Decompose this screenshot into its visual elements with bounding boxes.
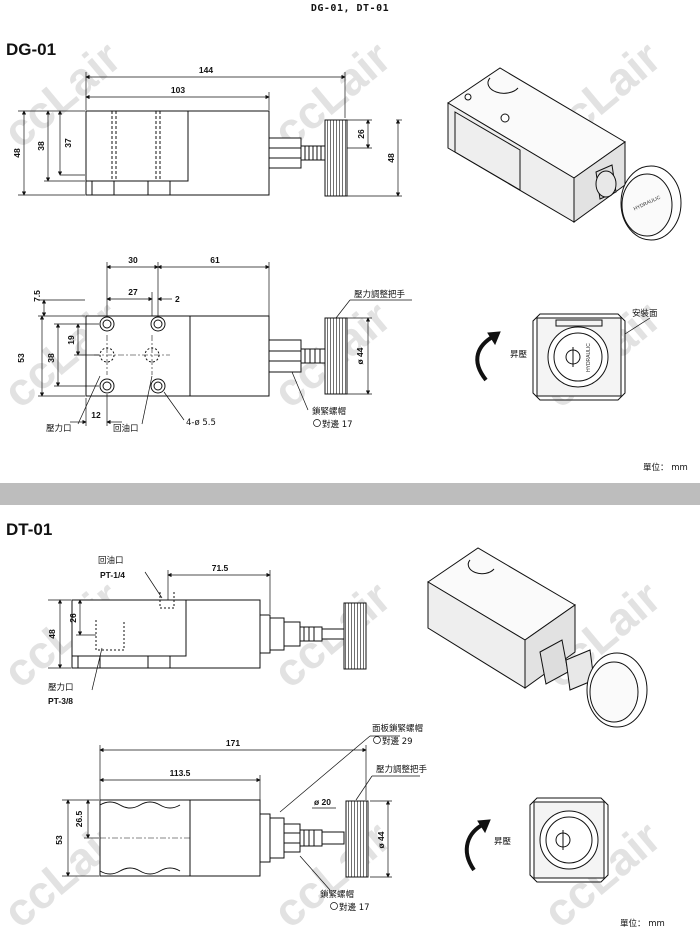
dim-26: 26 xyxy=(356,129,366,139)
dt-side-view xyxy=(71,592,367,670)
dg-top-view xyxy=(85,110,348,197)
dt-dim-26: 26 xyxy=(68,613,78,623)
dim-38-b: 38 xyxy=(46,353,56,363)
dt-lock-nut-across: 對邊 17 xyxy=(339,902,370,913)
dim-37: 37 xyxy=(63,138,73,148)
dim-61: 61 xyxy=(210,255,220,265)
pressure-port-label: 壓力口 xyxy=(46,423,72,434)
dim-53: 53 xyxy=(16,353,26,363)
unit-label: 單位： mm xyxy=(643,462,688,473)
dim-2: 2 xyxy=(175,294,180,304)
dim-12: 12 xyxy=(91,410,101,420)
dt-plan-dimensions xyxy=(62,735,420,891)
dt01-title: DT-01 xyxy=(6,520,53,539)
lock-nut-label: 鎖緊螺帽 xyxy=(312,406,346,417)
dim-48-right: 48 xyxy=(386,153,396,163)
page-header: DG-01, DT-01 xyxy=(310,3,390,14)
dt-isometric-view xyxy=(427,547,648,728)
dim-48-left: 48 xyxy=(12,148,22,158)
dim-19: 19 xyxy=(66,335,76,345)
dt-dim-phi20: ø 20 xyxy=(314,797,331,807)
hole-spec-label: 4-ø 5.5 xyxy=(186,418,216,428)
return-port-label: 回油口 xyxy=(113,423,139,434)
dt-side-dimensions xyxy=(48,570,271,691)
dt-return-thread: PT-1/4 xyxy=(100,570,125,580)
dt-panel-nut-label: 面板鎖緊螺帽 xyxy=(372,723,423,734)
mount-face-label: 安裝面 xyxy=(632,308,658,319)
dim-144: 144 xyxy=(199,65,213,75)
dt-dim-48: 48 xyxy=(47,629,57,639)
dim-30: 30 xyxy=(128,255,138,265)
dt-dim-53: 53 xyxy=(54,835,64,845)
knob-label: 壓力調整把手 xyxy=(354,289,406,300)
dg-top-dimensions xyxy=(18,72,402,197)
dt-pressure-port-label: 壓力口 xyxy=(48,682,74,693)
dt-front-view xyxy=(464,797,609,883)
dt-dim-26-5: 26.5 xyxy=(74,810,84,827)
dg-plan-view xyxy=(85,315,348,397)
dt-dim-71-5: 71.5 xyxy=(212,563,229,573)
dt-pressure-thread: PT-3/8 xyxy=(48,696,73,706)
dg-isometric-view: HYDRAULIC xyxy=(447,67,682,241)
dim-103: 103 xyxy=(171,85,185,95)
dg-plan-dimensions xyxy=(38,262,412,426)
section-divider-band xyxy=(0,483,700,505)
rise-label: 昇壓 xyxy=(510,350,528,360)
dt-knob-label: 壓力調整把手 xyxy=(376,764,428,775)
dg-front-view: HYDRAULIC xyxy=(475,313,651,401)
dg01-title: DG-01 xyxy=(6,40,57,59)
dt-plan-view xyxy=(99,799,369,878)
svg-text:HYDRAULIC: HYDRAULIC xyxy=(586,343,592,372)
dt-return-port-label: 回油口 xyxy=(98,555,124,566)
dt-rise-label: 昇壓 xyxy=(494,837,512,847)
dim-7-5: 7.5 xyxy=(32,290,42,302)
dt-lock-nut-label: 鎖緊螺帽 xyxy=(320,889,354,900)
dim-27: 27 xyxy=(128,287,138,297)
dt-dim-171: 171 xyxy=(226,738,240,748)
dim-phi44: ø 44 xyxy=(355,347,365,364)
dim-38: 38 xyxy=(36,141,46,151)
dt-unit-label: 單位： mm xyxy=(620,918,665,929)
dt-dim-113-5: 113.5 xyxy=(170,768,191,778)
lock-nut-across-label: 對邊 17 xyxy=(322,419,353,430)
dt-panel-nut-across: 對邊 29 xyxy=(382,736,413,747)
dt-dim-phi44: ø 44 xyxy=(376,831,386,848)
